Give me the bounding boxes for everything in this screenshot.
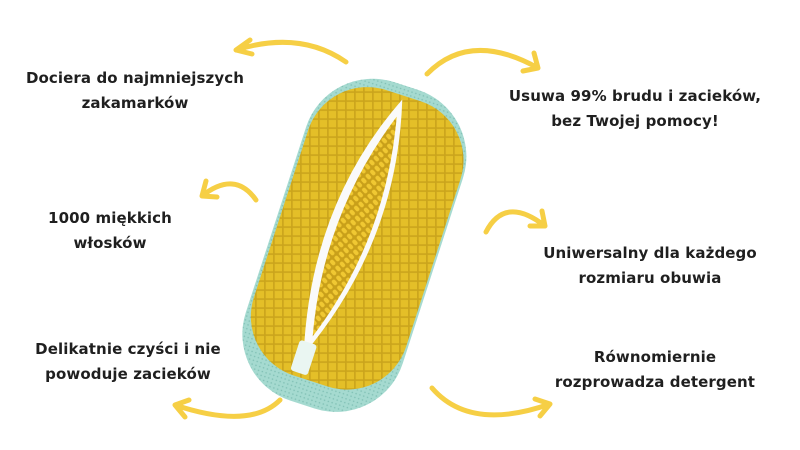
feature-line: zakamarków: [81, 94, 189, 112]
feature-line: Delikatnie czyści i nie: [35, 340, 221, 358]
feature-line: rozprowadza detergent: [554, 373, 756, 391]
arrow-top-left: [233, 37, 349, 65]
arrow-bottom-right: [429, 385, 553, 419]
feature-gentle-cleaning: Delikatnie czyści i nie powoduje zaciekó…: [18, 337, 238, 387]
feature-line: Usuwa 99% brudu i zacieków,: [508, 87, 762, 105]
feature-line: bez Twojej pomocy!: [551, 112, 719, 130]
product-image: [242, 78, 467, 412]
feature-line: włosków: [73, 234, 147, 252]
feature-line: Dociera do najmniejszych: [25, 69, 245, 87]
arrow-bottom-left: [172, 397, 283, 420]
feature-line: powoduje zacieków: [45, 365, 211, 383]
arrow-mid-right: [483, 208, 548, 235]
feature-universal-size: Uniwersalny dla każdego rozmiaru obuwia: [530, 241, 770, 291]
feature-line: rozmiaru obuwia: [578, 269, 722, 287]
feature-line: Równomiernie: [593, 348, 717, 366]
feature-line: 1000 miękkich: [48, 209, 172, 227]
feature-line: Uniwersalny dla każdego: [543, 244, 757, 262]
arrow-top-right: [424, 48, 541, 77]
feature-reaches-corners: Dociera do najmniejszych zakamarków: [20, 66, 250, 116]
arrow-mid-left: [199, 178, 259, 203]
feature-soft-bristles: 1000 miękkich włosków: [20, 206, 200, 256]
feature-removes-dirt: Usuwa 99% brudu i zacieków, bez Twojej p…: [500, 84, 770, 134]
feature-even-detergent: Równomiernie rozprowadza detergent: [545, 345, 765, 395]
